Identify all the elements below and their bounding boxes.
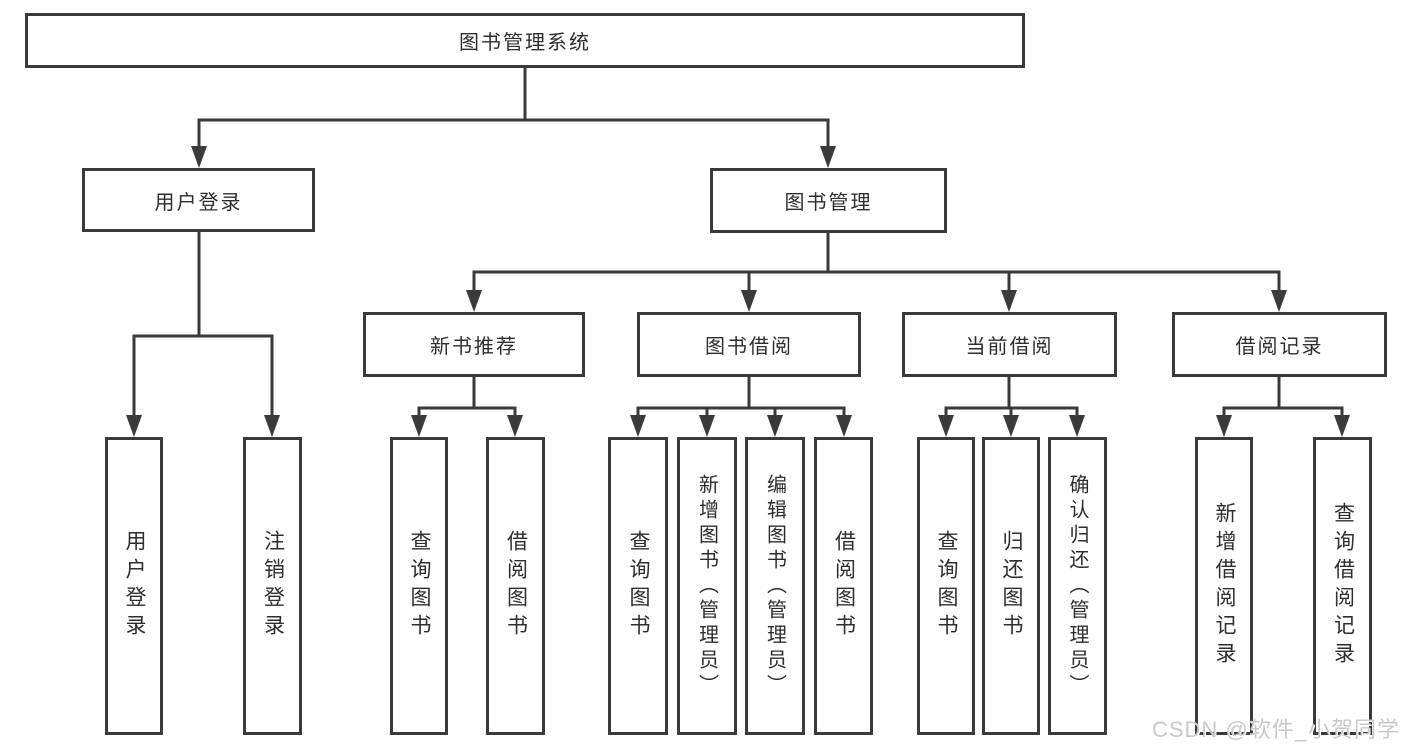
leaf-return-book-label: 归还图书 bbox=[1000, 530, 1023, 642]
leaf-query-books-2-label: 查询图书 bbox=[627, 530, 650, 642]
node-new-book-recommend: 新书推荐 bbox=[363, 312, 585, 377]
leaf-query-borrow-record-label: 查询借阅记录 bbox=[1331, 502, 1355, 670]
leaf-query-borrow-record: 查询借阅记录 bbox=[1313, 437, 1372, 735]
node-new-book-recommend-label: 新书推荐 bbox=[430, 336, 518, 358]
leaf-add-book-admin: 新增图书（管理员） bbox=[677, 437, 737, 735]
leaf-return-book: 归还图书 bbox=[982, 437, 1040, 735]
node-book-management-label: 图书管理 bbox=[784, 192, 873, 214]
node-root-label: 图书管理系统 bbox=[459, 32, 591, 54]
arrowheads bbox=[126, 146, 1350, 437]
node-user-login: 用户登录 bbox=[82, 168, 315, 232]
leaf-confirm-return-admin: 确认归还（管理员） bbox=[1048, 437, 1107, 735]
node-current-borrow: 当前借阅 bbox=[902, 312, 1117, 377]
leaf-query-books-2: 查询图书 bbox=[608, 437, 668, 735]
leaf-add-borrow-record: 新增借阅记录 bbox=[1195, 437, 1253, 735]
node-book-borrow-label: 图书借阅 bbox=[705, 336, 793, 358]
leaf-query-books-3-label: 查询图书 bbox=[935, 530, 958, 642]
leaf-logout: 注销登录 bbox=[243, 437, 302, 735]
leaf-query-books-3: 查询图书 bbox=[917, 437, 975, 735]
leaf-logout-label: 注销登录 bbox=[261, 530, 285, 642]
leaf-edit-book-admin: 编辑图书（管理员） bbox=[745, 437, 805, 735]
leaf-borrow-books-2: 借阅图书 bbox=[814, 437, 873, 735]
leaf-user-login: 用户登录 bbox=[105, 437, 163, 735]
leaf-borrow-books-1: 借阅图书 bbox=[486, 437, 545, 735]
node-user-login-label: 用户登录 bbox=[154, 191, 243, 214]
leaf-query-books-1-label: 查询图书 bbox=[408, 530, 431, 642]
leaf-borrow-books-1-label: 借阅图书 bbox=[504, 530, 528, 642]
leaf-add-borrow-record-label: 新增借阅记录 bbox=[1213, 502, 1236, 670]
node-borrow-records: 借阅记录 bbox=[1172, 312, 1387, 377]
leaf-add-book-admin-label: 新增图书（管理员） bbox=[695, 473, 718, 699]
leaf-edit-book-admin-label: 编辑图书（管理员） bbox=[763, 473, 786, 699]
node-book-management: 图书管理 bbox=[710, 168, 947, 233]
leaf-borrow-books-2-label: 借阅图书 bbox=[832, 530, 856, 642]
node-borrow-records-label: 借阅记录 bbox=[1235, 336, 1324, 358]
node-root-system: 图书管理系统 bbox=[25, 13, 1025, 68]
node-current-borrow-label: 当前借阅 bbox=[965, 336, 1054, 358]
leaf-query-books-1: 查询图书 bbox=[390, 437, 448, 735]
node-book-borrow: 图书借阅 bbox=[637, 312, 861, 377]
leaf-confirm-return-admin-label: 确认归还（管理员） bbox=[1066, 473, 1088, 699]
leaf-user-login-label: 用户登录 bbox=[123, 530, 146, 642]
